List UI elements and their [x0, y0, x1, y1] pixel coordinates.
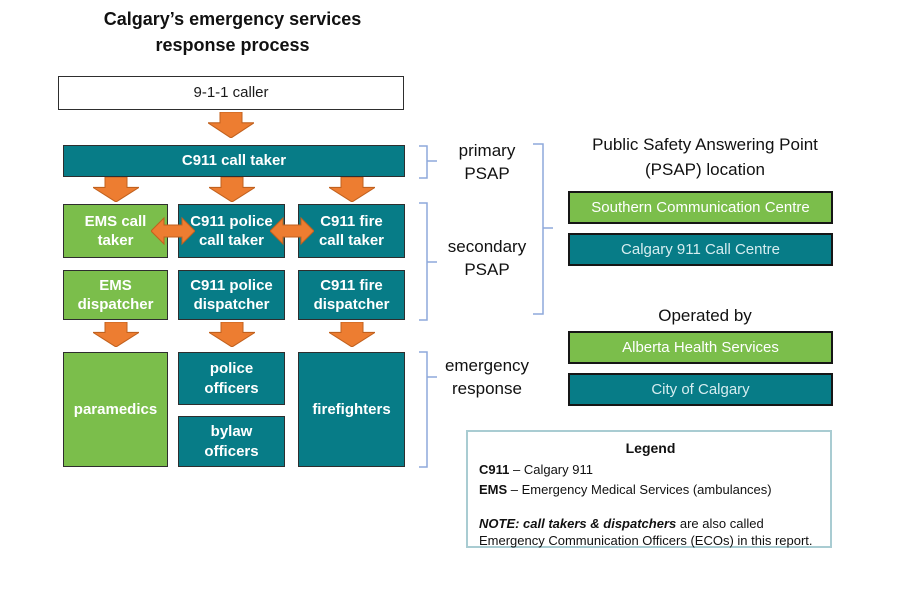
- box-bylaw-officers: bylaw officers: [178, 416, 285, 467]
- box-police-officers: police officers: [178, 352, 285, 405]
- box-calgary-911-call-centre: Calgary 911 Call Centre: [568, 233, 833, 266]
- flow-arrow-down-icon: [329, 322, 375, 347]
- bracket-psap-location: [533, 143, 553, 315]
- box-southern-communication-centre: Southern Communication Centre: [568, 191, 833, 224]
- box-c911-fire-call-taker: C911 fire call taker: [298, 204, 405, 258]
- legend-item-c911: C911 – Calgary 911: [479, 460, 822, 480]
- legend-note: NOTE: call takers & dispatchers are also…: [479, 515, 822, 549]
- flow-arrow-down-icon: [93, 177, 139, 202]
- box-city-of-calgary: City of Calgary: [568, 373, 833, 406]
- flow-arrow-down-icon: [209, 322, 255, 347]
- flow-arrow-down-icon: [93, 322, 139, 347]
- box-911-caller: 9-1-1 caller: [58, 76, 404, 110]
- operated-by-heading: Operated by: [658, 306, 752, 325]
- legend-title: Legend: [625, 440, 676, 456]
- legend-definition-ems: – Emergency Medical Services (ambulances…: [507, 482, 772, 497]
- label-secondary-psap: secondary PSAP: [447, 237, 527, 279]
- legend-note-emphasis: NOTE: call takers & dispatchers: [479, 516, 677, 531]
- psap-location-heading: Public Safety Answering Point (PSAP) loc…: [592, 135, 818, 179]
- box-firefighters: firefighters: [298, 352, 405, 467]
- box-paramedics: paramedics: [63, 352, 168, 467]
- box-c911-call-taker: C911 call taker: [63, 145, 405, 177]
- flow-arrow-leftright-icon: [151, 216, 195, 246]
- bracket-secondary-psap: [419, 202, 437, 321]
- bracket-emergency-response: [419, 351, 437, 468]
- box-alberta-health-services: Alberta Health Services: [568, 331, 833, 364]
- legend-term-c911: C911: [479, 462, 510, 477]
- legend-panel: Legend C911 – Calgary 911 EMS – Emergenc…: [466, 430, 832, 548]
- legend-item-ems: EMS – Emergency Medical Services (ambula…: [479, 480, 822, 500]
- box-ems-dispatcher: EMS dispatcher: [63, 270, 168, 320]
- legend-term-ems: EMS: [479, 482, 508, 497]
- box-c911-police-dispatcher: C911 police dispatcher: [178, 270, 285, 320]
- flow-arrow-down-icon: [329, 177, 375, 202]
- flow-arrow-down-icon: [209, 177, 255, 202]
- legend-definition-c911: – Calgary 911: [509, 462, 593, 477]
- bracket-primary-psap: [419, 145, 437, 179]
- box-c911-fire-dispatcher: C911 fire dispatcher: [298, 270, 405, 320]
- flow-arrow-down-icon: [208, 112, 254, 138]
- flow-arrow-leftright-icon: [270, 216, 314, 246]
- legend-note-rest: are also called Emergency Communication …: [479, 516, 813, 548]
- label-emergency-response: emergency response: [444, 356, 530, 398]
- diagram-title: Calgary’s emergency services response pr…: [103, 9, 362, 55]
- label-primary-psap: primary PSAP: [458, 141, 516, 183]
